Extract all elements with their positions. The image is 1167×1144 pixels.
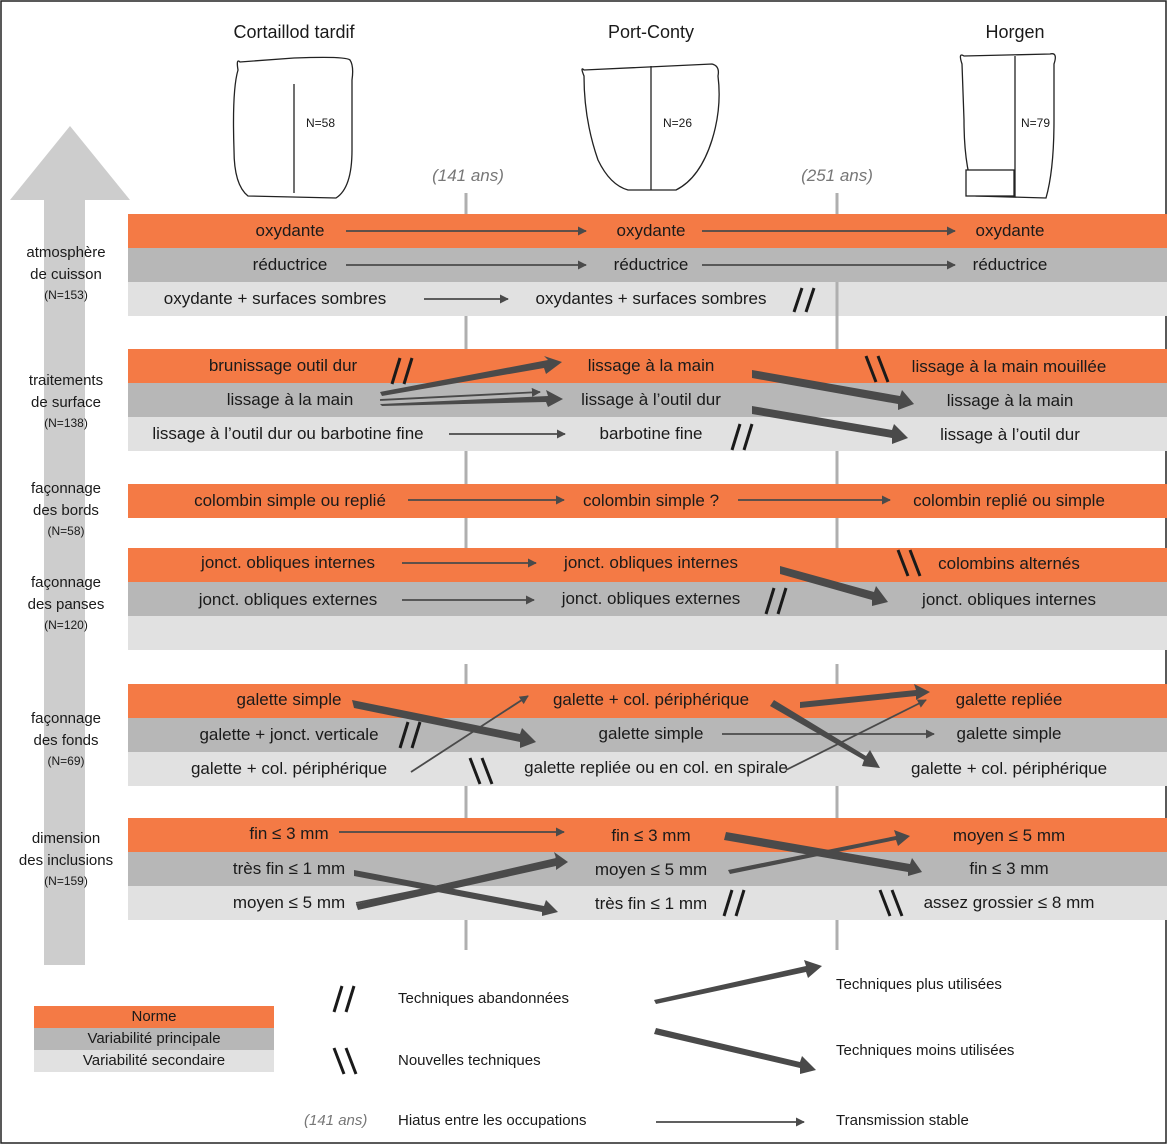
band-surface-principale [128, 383, 1167, 417]
band-cuisson-principale [128, 248, 1167, 282]
cell-label: galette + jonct. verticale [199, 725, 379, 744]
cell-label: brunissage outil dur [208, 356, 358, 375]
legend-hiatus-label: Hiatus entre les occupations [398, 1112, 587, 1129]
weighted-arrows [352, 356, 930, 916]
n-horgen: N=79 [1021, 116, 1051, 130]
legend-secondaire: Variabilité secondaire [34, 1050, 274, 1072]
cell-label: moyen ≤ 5 mm [594, 860, 708, 879]
band-fonds-norme [128, 684, 1167, 718]
band-surface-norme [128, 349, 1167, 383]
cell-label: galette simple [598, 724, 704, 743]
cell-label: lissage à la main [587, 356, 715, 375]
cell-label: réductrice [972, 255, 1048, 274]
cell-label: barbotine fine [599, 424, 703, 443]
phase-title-cortaillod: Cortaillod tardif [233, 22, 355, 42]
cell-label: lissage à la main [946, 391, 1074, 410]
n-portconty: N=26 [663, 116, 693, 130]
n-cortaillod: N=58 [306, 116, 336, 130]
cell-label: colombins alternés [938, 554, 1080, 573]
band-inclusions-norme [128, 818, 1167, 852]
cell-label: assez grossier ≤ 8 mm [923, 893, 1095, 912]
legend-abandon-mark [332, 985, 356, 1013]
cell-label: très fin ≤ 1 mm [232, 859, 346, 878]
legend-norme: Norme [34, 1006, 274, 1028]
cell-label: moyen ≤ 5 mm [232, 893, 346, 912]
legend-hiatus-sample: (141 ans) [304, 1112, 368, 1129]
cell-label: moyen ≤ 5 mm [952, 826, 1066, 845]
cell-label: galette + col. périphérique [552, 690, 750, 709]
cell-label: très fin ≤ 1 mm [594, 894, 708, 913]
band-inclusions-principale [128, 852, 1167, 886]
phase-title-portconty: Port-Conty [607, 22, 695, 42]
bands [128, 214, 1167, 920]
cell-label: oxydante [616, 221, 686, 240]
cell-label: colombin simple ? [582, 491, 720, 510]
band-surface-secondaire [128, 417, 1167, 451]
cell-label: jonct. obliques externes [198, 590, 378, 609]
time-axis-arrow [10, 126, 130, 965]
legend-abandon-label: Techniques abandonnées [398, 990, 569, 1007]
cell-label: jonct. obliques externes [561, 589, 741, 608]
band-panses-principale [128, 582, 1167, 616]
cell-label: jonct. obliques internes [922, 590, 1096, 609]
cell-label: colombin simple ou replié [194, 491, 386, 510]
legend-new-mark [332, 1047, 358, 1075]
legend-plus-arrow [654, 960, 822, 1004]
legend-moins-arrow [654, 1028, 816, 1074]
cell-label: galette + col. périphérique [910, 759, 1108, 778]
band-panses-secondaire [128, 616, 1167, 650]
cell-label: galette + col. périphérique [190, 759, 388, 778]
phase-title-horgen: Horgen [985, 22, 1045, 42]
abandon-marks [390, 287, 816, 917]
cell-label: fin ≤ 3 mm [611, 826, 691, 845]
cell-label: lissage à l’outil dur [940, 425, 1080, 444]
cell-label: lissage à l’outil dur ou barbotine fine [152, 424, 424, 443]
cell-label: lissage à la main mouillée [911, 357, 1107, 376]
cell-label: fin ≤ 3 mm [969, 859, 1049, 878]
cell-label: lissage à l’outil dur [581, 390, 721, 409]
cell-label: fin ≤ 3 mm [249, 824, 329, 843]
cell-label: jonct. obliques internes [564, 553, 738, 572]
legend-plus-label: Techniques plus utilisées [836, 976, 1002, 993]
pot-horgen-drawing [959, 53, 1056, 199]
legend-new-label: Nouvelles techniques [398, 1052, 541, 1069]
cell-label: oxydante + surfaces sombres [163, 289, 387, 308]
hiatus-1: (141 ans) [432, 166, 504, 185]
cell-label: colombin replié ou simple [913, 491, 1105, 510]
band-cuisson-secondaire [128, 282, 1167, 316]
cell-label: oxydante [255, 221, 325, 240]
cell-label: jonct. obliques internes [201, 553, 375, 572]
cell-label: galette repliée ou en col. en spirale [524, 758, 788, 777]
band-fonds-principale [128, 718, 1167, 752]
band-panses-norme [128, 548, 1167, 582]
legend-moins-label: Techniques moins utilisées [836, 1042, 1015, 1059]
band-inclusions-secondaire [128, 886, 1167, 920]
phase-dividers [464, 193, 839, 950]
cell-label: réductrice [252, 255, 328, 274]
cell-label: oxydantes + surfaces sombres [535, 289, 767, 308]
cell-label: réductrice [613, 255, 689, 274]
pot-portconty-drawing [581, 63, 720, 191]
cell-label: oxydante [975, 221, 1045, 240]
hiatus-2: (251 ans) [801, 166, 873, 185]
new-technique-marks [468, 355, 922, 917]
cell-label: lissage à la main [226, 390, 354, 409]
cell-label: galette repliée [955, 690, 1063, 709]
legend-stable-label: Transmission stable [836, 1112, 969, 1129]
cell-label: galette simple [956, 724, 1062, 743]
cell-label: galette simple [236, 690, 342, 709]
legend-principale: Variabilité principale [34, 1028, 274, 1050]
pot-cortaillod-drawing [232, 56, 354, 199]
band-fonds-secondaire [128, 752, 1167, 786]
band-bords-norme [128, 484, 1167, 518]
band-cuisson-norme [128, 214, 1167, 248]
